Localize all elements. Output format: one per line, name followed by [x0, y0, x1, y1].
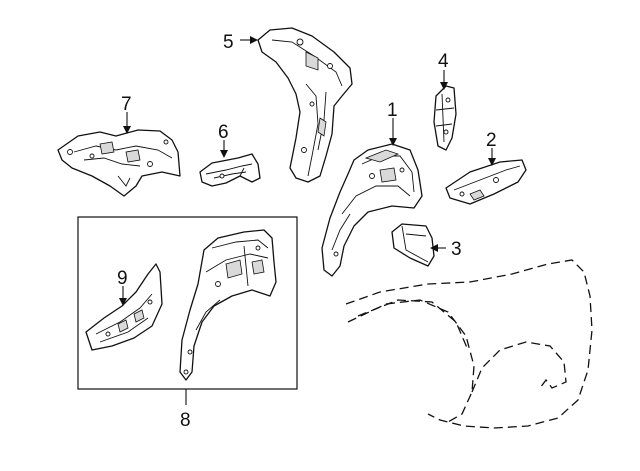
- part-4-drawing: [433, 85, 457, 151]
- part-7-drawing: [57, 129, 181, 197]
- callout-6: 6: [218, 122, 229, 143]
- part-9-drawing: [85, 263, 163, 351]
- part-5-drawing: [257, 27, 353, 183]
- callouts: 7 6 5 4 1 2 3 9 8: [117, 32, 497, 431]
- part-2-drawing: [445, 159, 527, 205]
- part-6-drawing: [199, 153, 261, 187]
- callout-1: 1: [387, 100, 398, 121]
- callout-5: 5: [223, 32, 234, 53]
- callout-9: 9: [117, 268, 128, 289]
- part-1-drawing: [321, 143, 423, 277]
- callout-2: 2: [486, 130, 497, 151]
- leader-lines: [119, 36, 496, 405]
- part-3-drawing: [391, 223, 435, 267]
- callout-7: 7: [121, 94, 132, 115]
- callout-4: 4: [438, 51, 449, 72]
- part-8-drawing: [179, 229, 277, 381]
- callout-8: 8: [180, 410, 191, 431]
- callout-3: 3: [451, 239, 462, 260]
- assembly-8-group-box: [77, 216, 298, 390]
- quarter-panel-outline: [345, 259, 593, 429]
